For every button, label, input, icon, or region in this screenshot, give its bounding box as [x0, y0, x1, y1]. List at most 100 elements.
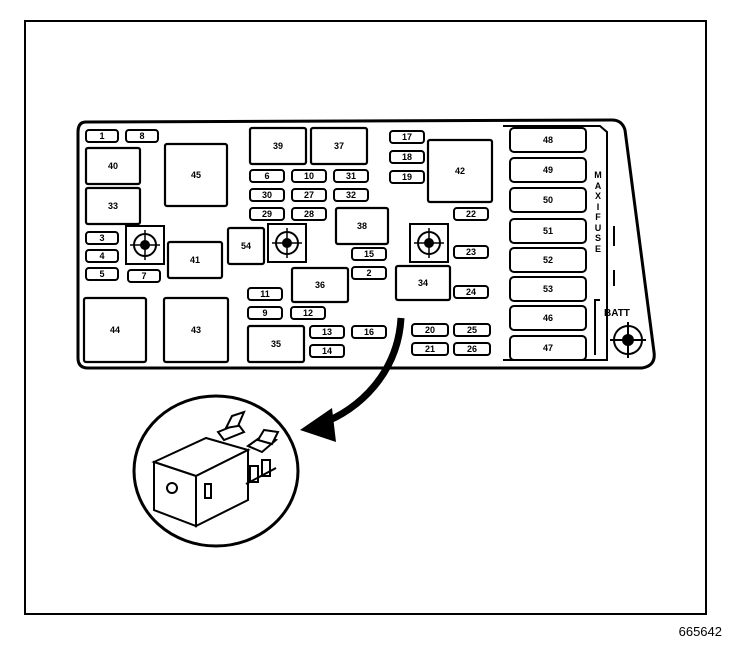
fuse-label: 14: [322, 346, 332, 356]
fuse-1: 1: [85, 129, 119, 143]
fuse-label: 26: [467, 344, 477, 354]
relay-45: 45: [163, 142, 229, 208]
relay-label: 41: [190, 255, 200, 265]
fuse-23: 23: [453, 245, 489, 259]
relay-label: 36: [315, 280, 325, 290]
relay-39: 39: [248, 126, 308, 166]
fuse-28: 28: [291, 207, 327, 221]
maxi-fuse-50: 50: [509, 187, 587, 213]
fuse-box: [453, 323, 491, 337]
fuse-27: 27: [291, 188, 327, 202]
fuse-box: [127, 269, 161, 283]
fuse-box: [249, 207, 285, 221]
fuse-18: 18: [389, 150, 425, 164]
relay-box: [426, 138, 494, 204]
relay-44: 44: [82, 296, 148, 364]
maxi-fuse-box: [509, 247, 587, 273]
maxi-fuse-label: 49: [543, 165, 553, 175]
relay-box: [82, 296, 148, 364]
fuse-24: 24: [453, 285, 489, 299]
maxi-fuse-box: [509, 157, 587, 183]
maxi-fuse-label: 46: [543, 313, 553, 323]
fuse-11: 11: [247, 287, 283, 301]
fuse-box: [351, 247, 387, 261]
fuse-box: [411, 342, 449, 356]
maxi-fuse-47: 47: [509, 335, 587, 361]
fuse-box: [249, 188, 285, 202]
maxi-fuse-label: 50: [543, 195, 553, 205]
fuse-box: [309, 344, 345, 358]
maxi-fuse-label: 48: [543, 135, 553, 145]
fuse-3: 3: [85, 231, 119, 245]
relay-box: [163, 142, 229, 208]
mounting-stud-right: [409, 223, 449, 263]
relay-label: 38: [357, 221, 367, 231]
fuse-8: 8: [125, 129, 159, 143]
mounting-stud-left: [125, 225, 165, 265]
fuse-label: 6: [264, 171, 269, 181]
fuse-4: 4: [85, 249, 119, 263]
fuse-box: [351, 266, 387, 280]
fuse-box: [125, 129, 159, 143]
relay-box: [290, 266, 350, 304]
fuse-label: 11: [260, 289, 270, 299]
fuse-box: [290, 306, 326, 320]
fuse-label: 10: [304, 171, 314, 181]
fuse-label: 28: [304, 209, 314, 219]
fuse-label: 20: [425, 325, 435, 335]
fuse-box: [85, 129, 119, 143]
fuse-label: 21: [425, 344, 435, 354]
fuse-14: 14: [309, 344, 345, 358]
relay-label: 39: [273, 141, 283, 151]
maxi-fuse-box: [509, 305, 587, 331]
relay-box: [166, 240, 224, 280]
maxi-fuse-letter: X: [594, 191, 601, 201]
maxi-fuse-label: 47: [543, 343, 553, 353]
relay-41: 41: [166, 240, 224, 280]
maxi-fuse-52: 52: [509, 247, 587, 273]
relay-label: 35: [271, 339, 281, 349]
fuse-13: 13: [309, 325, 345, 339]
fuse-12: 12: [290, 306, 326, 320]
relay-43: 43: [162, 296, 230, 364]
fuse-box: [291, 207, 327, 221]
mounting-stud-center: [267, 223, 307, 263]
relay-54: 54: [226, 226, 266, 266]
fuse-box: [85, 267, 119, 281]
fuse-label: 25: [467, 325, 477, 335]
fuse-label: 30: [262, 190, 272, 200]
fuse-16: 16: [351, 325, 387, 339]
maxi-fuse-box: [509, 127, 587, 153]
maxi-fuse-box: [509, 187, 587, 213]
fuse-2: 2: [351, 266, 387, 280]
relay-label: 43: [191, 325, 201, 335]
fuse-32: 32: [333, 188, 369, 202]
fuse-box: [333, 169, 369, 183]
fuse-5: 5: [85, 267, 119, 281]
fuse-22: 22: [453, 207, 489, 221]
fuse-box: [85, 249, 119, 263]
maxi-fuse-box: [509, 218, 587, 244]
relay-box: [84, 146, 142, 186]
fuse-25: 25: [453, 323, 491, 337]
fuse-label: 1: [99, 131, 104, 141]
fuse-label: 24: [466, 287, 476, 297]
callout-arrow: [300, 317, 405, 442]
fuse-box: [291, 188, 327, 202]
fuse-box: [389, 150, 425, 164]
fuse-9: 9: [247, 306, 283, 320]
relay-36: 36: [290, 266, 350, 304]
fuse-label: 23: [466, 247, 476, 257]
fuse-30: 30: [249, 188, 285, 202]
fuse-label: 29: [262, 209, 272, 219]
relay-34: 34: [394, 264, 452, 302]
fuse-box: [351, 325, 387, 339]
fuse-17: 17: [389, 130, 425, 144]
maxi-fuse-box: [509, 276, 587, 302]
relay-box: [334, 206, 390, 246]
fuse-label: 3: [99, 233, 104, 243]
relay-box: [394, 264, 452, 302]
relay-detail-callout: [132, 394, 300, 548]
